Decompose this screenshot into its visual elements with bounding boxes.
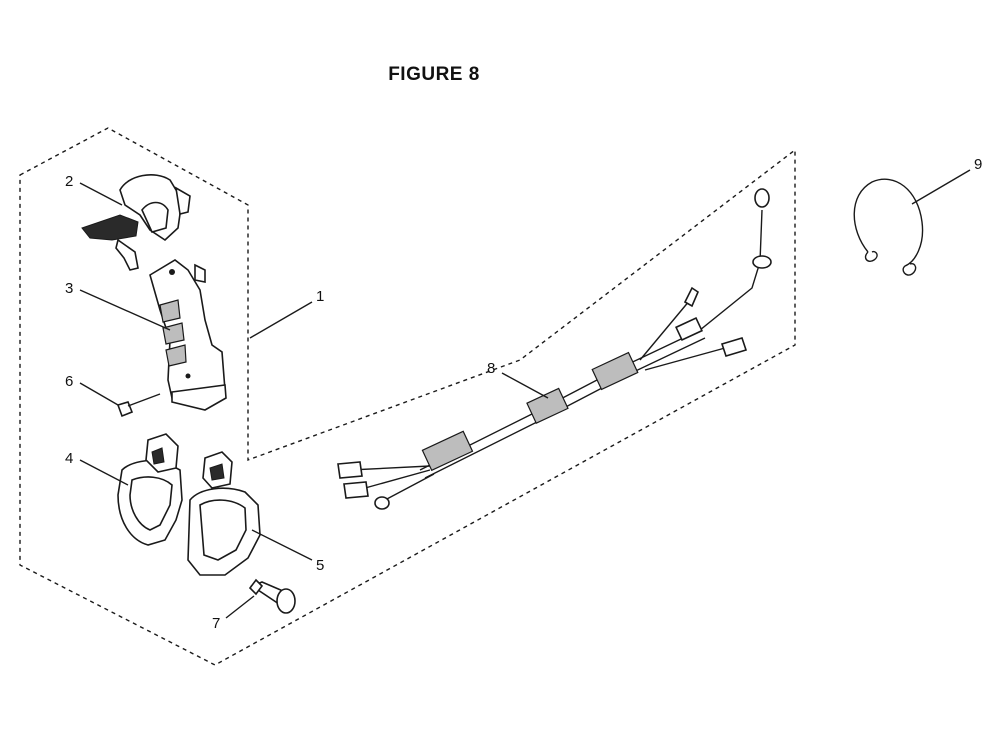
callout-7: 7 bbox=[212, 615, 220, 632]
leader-line-7 bbox=[225, 595, 255, 619]
clamp-half-5-part bbox=[187, 451, 261, 576]
leader-line-8 bbox=[501, 372, 549, 399]
assembly-1-boundary bbox=[19, 127, 796, 666]
callout-9: 9 bbox=[974, 156, 982, 173]
wiring-harness-part bbox=[337, 188, 772, 510]
thumb-screw-7-part bbox=[248, 578, 296, 614]
retaining-ring-part bbox=[853, 178, 924, 276]
screw-6-part bbox=[116, 393, 161, 418]
leader-line-2 bbox=[79, 182, 123, 206]
throttle-lever-part bbox=[81, 174, 191, 271]
leader-line-4 bbox=[79, 459, 129, 486]
leader-line-1 bbox=[249, 301, 313, 339]
callout-4: 4 bbox=[65, 450, 73, 467]
callout-1: 1 bbox=[316, 288, 324, 305]
figure-title: FIGURE 8 bbox=[388, 64, 480, 85]
callout-3: 3 bbox=[65, 280, 73, 297]
callout-5: 5 bbox=[316, 557, 324, 574]
callout-8: 8 bbox=[487, 360, 495, 377]
leader-line-5 bbox=[251, 529, 313, 561]
leader-line-9 bbox=[911, 169, 971, 205]
clamp-half-4-part bbox=[117, 433, 183, 546]
callout-6: 6 bbox=[65, 373, 73, 390]
callout-2: 2 bbox=[65, 173, 73, 190]
leader-line-6 bbox=[79, 382, 119, 406]
throttle-grip-part bbox=[149, 259, 227, 411]
leader-line-3 bbox=[79, 289, 171, 331]
